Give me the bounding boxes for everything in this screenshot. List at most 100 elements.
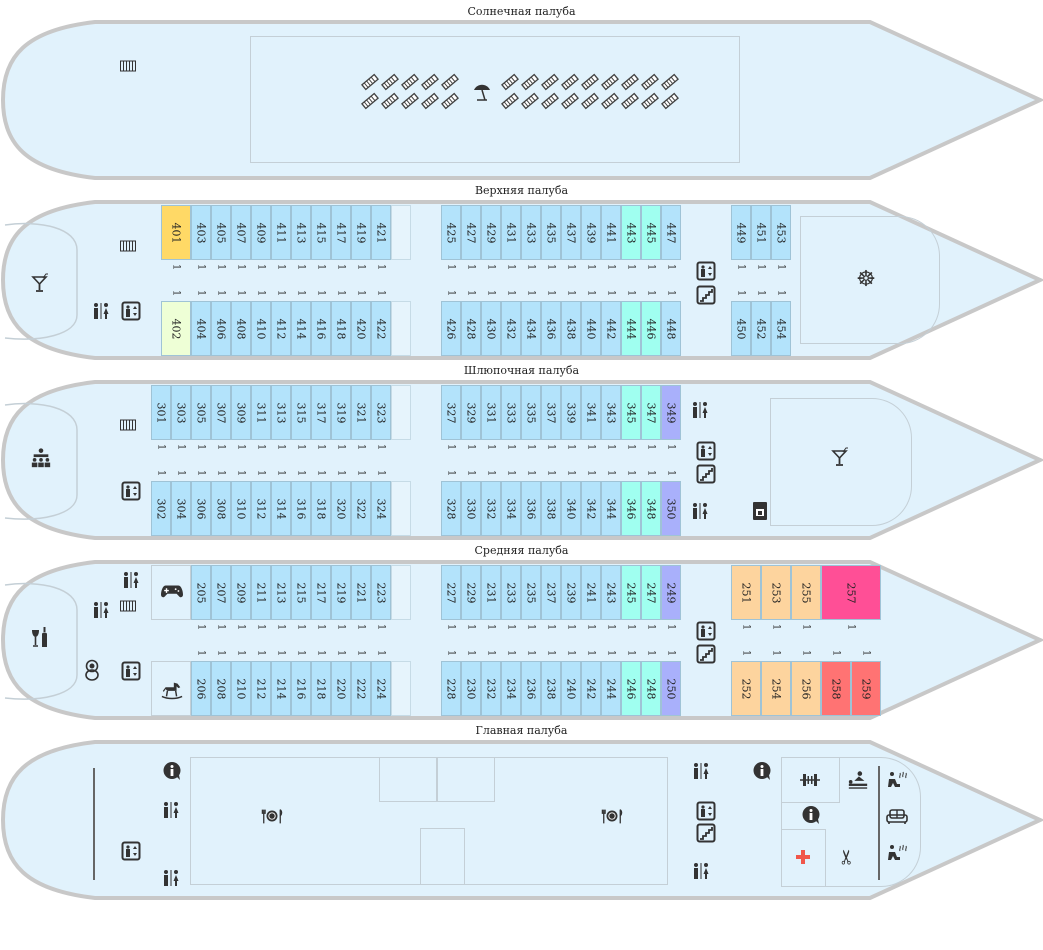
cabin-418[interactable]: 418 [331,301,351,356]
cabin-435[interactable]: 435 [541,205,561,260]
cabin-328[interactable]: 328 [441,481,461,536]
cabin-420[interactable]: 420 [351,301,371,356]
cabin-242[interactable]: 242 [581,661,601,716]
cabin-334[interactable]: 334 [501,481,521,536]
cabin-437[interactable]: 437 [561,205,581,260]
cabin-350[interactable]: 350 [661,481,681,536]
cabin-448[interactable]: 448 [661,301,681,356]
cabin-252[interactable]: 252 [731,661,761,716]
cabin-222[interactable]: 222 [351,661,371,716]
cabin-422[interactable]: 422 [371,301,391,356]
cabin-322[interactable]: 322 [351,481,371,536]
cabin-430[interactable]: 430 [481,301,501,356]
cabin-251[interactable]: 251 [731,565,761,620]
cabin-241[interactable]: 241 [581,565,601,620]
cabin-416[interactable]: 416 [311,301,331,356]
cabin-409[interactable]: 409 [251,205,271,260]
cabin-402[interactable]: 402 [161,301,191,356]
cabin-419[interactable]: 419 [351,205,371,260]
cabin-244[interactable]: 244 [601,661,621,716]
cabin-405[interactable]: 405 [211,205,231,260]
cabin-451[interactable]: 451 [751,205,771,260]
cabin-445[interactable]: 445 [641,205,661,260]
cabin-227[interactable]: 227 [441,565,461,620]
cabin-338[interactable]: 338 [541,481,561,536]
cabin-443[interactable]: 443 [621,205,641,260]
cabin-208[interactable]: 208 [211,661,231,716]
cabin-340[interactable]: 340 [561,481,581,536]
cabin-407[interactable]: 407 [231,205,251,260]
cabin-307[interactable]: 307 [211,385,231,440]
cabin-414[interactable]: 414 [291,301,311,356]
cabin-316[interactable]: 316 [291,481,311,536]
cabin-205[interactable]: 205 [191,565,211,620]
cabin-258[interactable]: 258 [821,661,851,716]
cabin-345[interactable]: 345 [621,385,641,440]
cabin-238[interactable]: 238 [541,661,561,716]
cabin-314[interactable]: 314 [271,481,291,536]
cabin-427[interactable]: 427 [461,205,481,260]
cabin-317[interactable]: 317 [311,385,331,440]
cabin-447[interactable]: 447 [661,205,681,260]
cabin-236[interactable]: 236 [521,661,541,716]
cabin-413[interactable]: 413 [291,205,311,260]
cabin-243[interactable]: 243 [601,565,621,620]
cabin-245[interactable]: 245 [621,565,641,620]
cabin-323[interactable]: 323 [371,385,391,440]
cabin-230[interactable]: 230 [461,661,481,716]
cabin-408[interactable]: 408 [231,301,251,356]
cabin-214[interactable]: 214 [271,661,291,716]
cabin-341[interactable]: 341 [581,385,601,440]
cabin-401[interactable]: 401 [161,205,191,260]
cabin-336[interactable]: 336 [521,481,541,536]
cabin-446[interactable]: 446 [641,301,661,356]
cabin-346[interactable]: 346 [621,481,641,536]
cabin-349[interactable]: 349 [661,385,681,440]
cabin-221[interactable]: 221 [351,565,371,620]
cabin-309[interactable]: 309 [231,385,251,440]
cabin-302[interactable]: 302 [151,481,171,536]
cabin-219[interactable]: 219 [331,565,351,620]
cabin-255[interactable]: 255 [791,565,821,620]
cabin-310[interactable]: 310 [231,481,251,536]
cabin-246[interactable]: 246 [621,661,641,716]
cabin-337[interactable]: 337 [541,385,561,440]
cabin-344[interactable]: 344 [601,481,621,536]
cabin-231[interactable]: 231 [481,565,501,620]
cabin-339[interactable]: 339 [561,385,581,440]
cabin-452[interactable]: 452 [751,301,771,356]
cabin-429[interactable]: 429 [481,205,501,260]
cabin-224[interactable]: 224 [371,661,391,716]
cabin-220[interactable]: 220 [331,661,351,716]
cabin-436[interactable]: 436 [541,301,561,356]
cabin-406[interactable]: 406 [211,301,231,356]
cabin-342[interactable]: 342 [581,481,601,536]
cabin-232[interactable]: 232 [481,661,501,716]
cabin-347[interactable]: 347 [641,385,661,440]
cabin-303[interactable]: 303 [171,385,191,440]
cabin-213[interactable]: 213 [271,565,291,620]
cabin-301[interactable]: 301 [151,385,171,440]
cabin-442[interactable]: 442 [601,301,621,356]
cabin-209[interactable]: 209 [231,565,251,620]
cabin-239[interactable]: 239 [561,565,581,620]
cabin-332[interactable]: 332 [481,481,501,536]
cabin-330[interactable]: 330 [461,481,481,536]
cabin-324[interactable]: 324 [371,481,391,536]
cabin-321[interactable]: 321 [351,385,371,440]
cabin-257[interactable]: 257 [821,565,881,620]
cabin-223[interactable]: 223 [371,565,391,620]
cabin-250[interactable]: 250 [661,661,681,716]
cabin-256[interactable]: 256 [791,661,821,716]
cabin-453[interactable]: 453 [771,205,791,260]
cabin-329[interactable]: 329 [461,385,481,440]
cabin-210[interactable]: 210 [231,661,251,716]
cabin-404[interactable]: 404 [191,301,211,356]
cabin-331[interactable]: 331 [481,385,501,440]
cabin-415[interactable]: 415 [311,205,331,260]
cabin-434[interactable]: 434 [521,301,541,356]
cabin-403[interactable]: 403 [191,205,211,260]
cabin-206[interactable]: 206 [191,661,211,716]
cabin-248[interactable]: 248 [641,661,661,716]
cabin-450[interactable]: 450 [731,301,751,356]
